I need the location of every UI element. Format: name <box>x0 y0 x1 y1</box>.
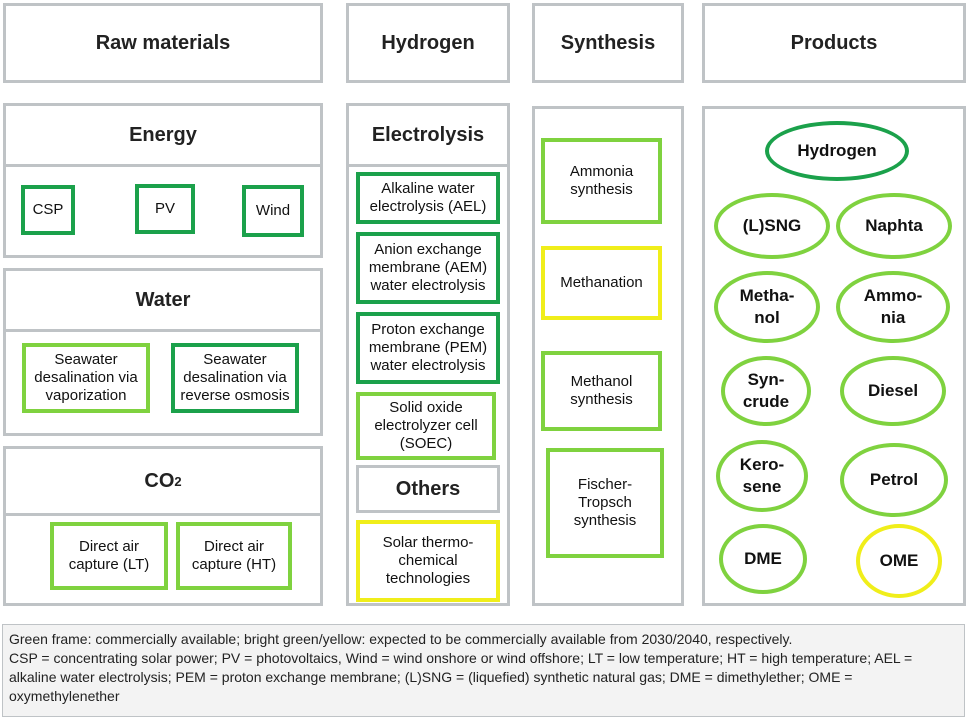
energy-item-pv: PV <box>135 184 195 234</box>
others-item-solar-thermochemical: Solar thermo- chemical technologies <box>356 520 500 602</box>
others-title: Others <box>356 465 500 513</box>
product-petrol: Petrol <box>840 443 948 517</box>
header-products: Products <box>702 3 966 83</box>
energy-item-wind: Wind <box>242 185 304 237</box>
electrolysis-item-pem: Proton exchange membrane (PEM) water ele… <box>356 312 500 384</box>
energy-item-csp: CSP <box>21 185 75 235</box>
header-raw-materials-label: Raw materials <box>95 31 231 54</box>
electrolysis-item-aem: Anion exchange membrane (AEM) water elec… <box>356 232 500 304</box>
product-diesel: Diesel <box>840 356 946 426</box>
legend-line-2: CSP = concentrating solar power; PV = ph… <box>9 650 913 704</box>
header-synthesis: Synthesis <box>532 3 684 83</box>
co2-title-sub: 2 <box>174 473 182 489</box>
others-title-label: Others <box>395 477 461 500</box>
header-products-label: Products <box>790 31 878 54</box>
synthesis-item-ammonia: Ammonia synthesis <box>541 138 662 224</box>
product-ome: OME <box>856 524 942 598</box>
products-body <box>702 106 966 606</box>
electrolysis-item-soec: Solid oxide electrolyzer cell (SOEC) <box>356 392 496 460</box>
header-hydrogen: Hydrogen <box>346 3 510 83</box>
synthesis-item-methanol: Methanol synthesis <box>541 351 662 431</box>
water-item-reverse-osmosis: Seawater desalination via reverse osmosi… <box>171 343 299 413</box>
co2-title-main: CO <box>144 469 175 492</box>
product-methanol: Metha- nol <box>714 271 820 343</box>
product-dme: DME <box>719 524 807 594</box>
electrolysis-item-ael: Alkaline water electrolysis (AEL) <box>356 172 500 224</box>
synthesis-item-fischer-tropsch: Fischer- Tropsch synthesis <box>546 448 664 558</box>
header-synthesis-label: Synthesis <box>560 31 656 54</box>
electrolysis-title: Electrolysis <box>349 106 507 167</box>
product-syncrude: Syn- crude <box>721 356 811 426</box>
water-title: Water <box>6 271 320 332</box>
co2-item-dac-lt: Direct air capture (LT) <box>50 522 168 590</box>
legend: Green frame: commercially available; bri… <box>2 624 965 717</box>
product-hydrogen: Hydrogen <box>765 121 909 181</box>
product-kerosene: Kero- sene <box>716 440 808 512</box>
header-hydrogen-label: Hydrogen <box>381 31 475 54</box>
product-lsng: (L)SNG <box>714 193 830 259</box>
synthesis-item-methanation: Methanation <box>541 246 662 320</box>
legend-line-1: Green frame: commercially available; bri… <box>9 631 793 647</box>
product-ammonia: Ammo- nia <box>836 271 950 343</box>
energy-title: Energy <box>6 106 320 167</box>
header-raw-materials: Raw materials <box>3 3 323 83</box>
water-item-vaporization: Seawater desalination via vaporization <box>22 343 150 413</box>
co2-item-dac-ht: Direct air capture (HT) <box>176 522 292 590</box>
product-naphta: Naphta <box>836 193 952 259</box>
